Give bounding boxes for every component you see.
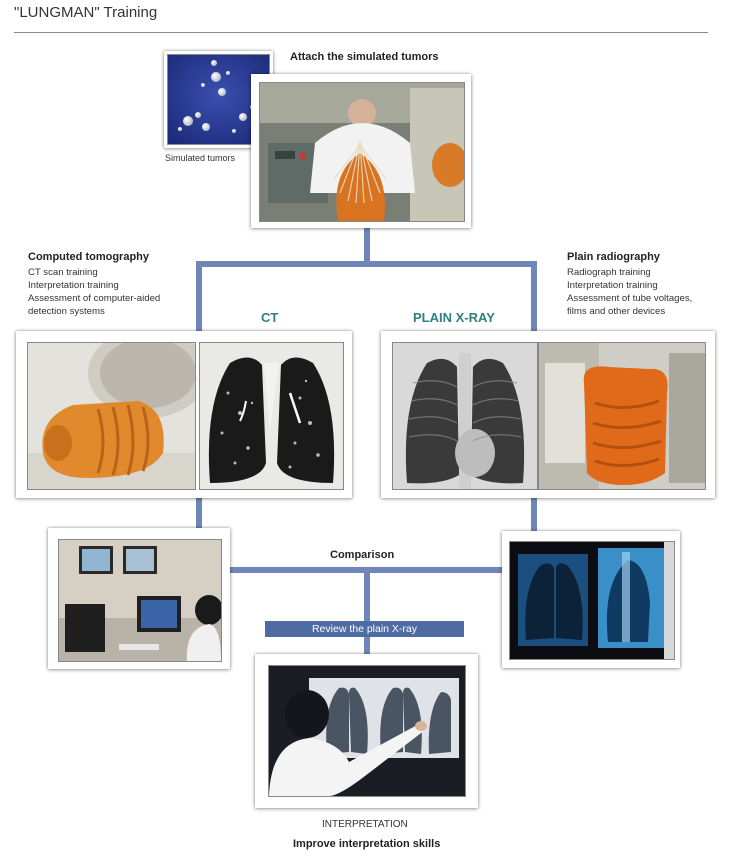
tumors-caption: Simulated tumors [165, 153, 236, 163]
doctor-reviewing-xray-photo [268, 665, 466, 797]
ct-item-2: Interpretation training [28, 280, 119, 291]
ct-heading: CT [261, 310, 279, 325]
connector-right-drop [531, 261, 537, 333]
attach-photo-frame [251, 74, 471, 228]
connector-comparison-drop [364, 567, 370, 657]
ct-section-title: Computed tomography [28, 251, 149, 263]
interpretation-subcaption: Improve interpretation skills [293, 838, 441, 850]
connector-top-horizontal [196, 261, 537, 267]
connector-left-drop [196, 261, 202, 333]
chest-xray-image [392, 342, 538, 490]
connector-top-vertical [364, 228, 370, 264]
page-title: "LUNGMAN" Training [14, 4, 158, 21]
connector-left-mid [196, 498, 202, 538]
xray-frame [381, 331, 715, 498]
ct-scan-image [199, 342, 344, 490]
title-divider [14, 32, 708, 33]
ct-item-1: CT scan training [28, 267, 98, 278]
review-xray-banner: Review the plain X-ray [265, 621, 464, 637]
xray-viewer-frame [502, 531, 680, 668]
workstation-frame [48, 528, 230, 669]
interpretation-frame [255, 654, 478, 808]
xray-heading: PLAIN X-RAY [413, 310, 495, 325]
comparison-label: Comparison [330, 549, 395, 561]
lightbox-xray-photo [509, 541, 675, 660]
workstation-photo [58, 539, 222, 662]
xray-phantom-photo [538, 342, 706, 490]
technician-attaching-tumors-photo [259, 82, 465, 222]
ct-phantom-photo [27, 342, 196, 490]
attach-step-label: Attach the simulated tumors [290, 51, 439, 63]
ct-frame [16, 331, 352, 498]
xray-item-2: Interpretation training [567, 280, 658, 291]
interpretation-caption: INTERPRETATION [322, 819, 408, 830]
ct-item-4: detection systems [28, 306, 105, 317]
xray-item-4: films and other devices [567, 306, 666, 317]
tumors-frame [164, 51, 273, 148]
connector-right-mid [531, 498, 537, 538]
xray-item-1: Radiograph training [567, 267, 651, 278]
xray-item-3: Assessment of tube voltages, [567, 293, 693, 304]
ct-item-3: Assessment of computer-aided [28, 293, 161, 304]
xray-section-title: Plain radiography [567, 251, 660, 263]
